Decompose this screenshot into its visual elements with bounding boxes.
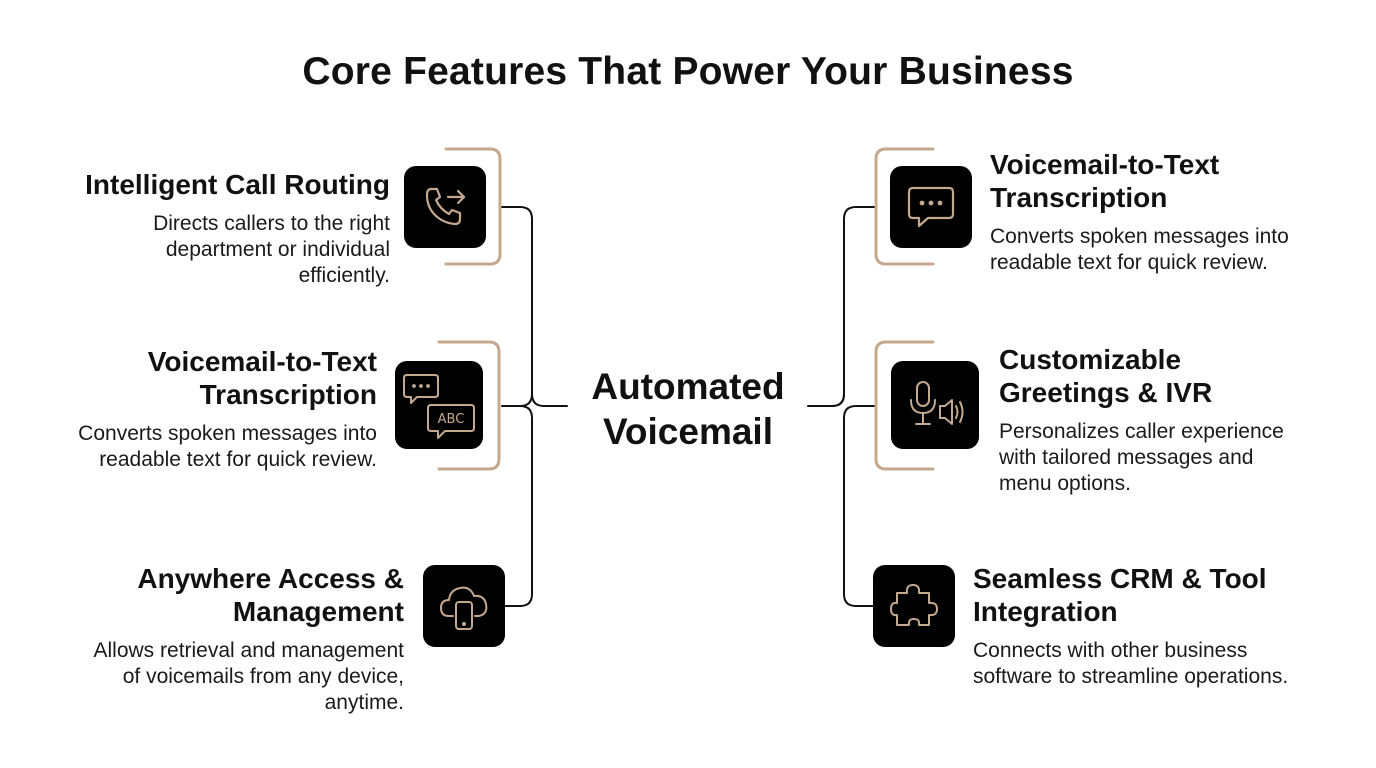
chat-bubbles-abc-icon: ABC xyxy=(403,374,475,439)
feature-title-line: Greetings & IVR xyxy=(999,377,1213,408)
feature-description-line: Allows retrieval and management xyxy=(93,639,405,662)
center-title-line-2: Voicemail xyxy=(602,411,773,452)
microphone-speaker-icon xyxy=(910,381,964,425)
feature-title-line: Transcription xyxy=(199,379,377,410)
feature-description: Personalizes caller experience with tail… xyxy=(999,419,1284,497)
feature-title: Anywhere Access & Management xyxy=(94,562,404,628)
feature-description-line: Directs callers to the right xyxy=(153,212,390,235)
left-tree-lines xyxy=(501,206,568,607)
feature-description-line: department or individual xyxy=(165,238,390,261)
feature-title-line: Management xyxy=(232,596,404,627)
feature-transcription-left: Voicemail-to-Text Transcription Converts… xyxy=(78,345,377,473)
greetings-icon-tile xyxy=(891,361,979,449)
feature-description: Directs callers to the right department … xyxy=(85,211,390,289)
feature-title: Seamless CRM & Tool Integration xyxy=(973,562,1288,628)
transcription-icon-tile-left: ABC xyxy=(395,361,483,449)
feature-description-line: efficiently. xyxy=(298,264,390,287)
feature-description-line: software to streamline operations. xyxy=(973,665,1289,688)
feature-title-line: Voicemail-to-Text xyxy=(990,149,1220,180)
feature-crm-integration: Seamless CRM & Tool Integration Connects… xyxy=(973,562,1288,690)
feature-description-line: with tailored messages and xyxy=(999,446,1254,469)
feature-description-line: readable text for quick review. xyxy=(990,251,1268,274)
svg-text:ABC: ABC xyxy=(438,412,465,427)
chat-bubble-icon xyxy=(907,186,955,228)
feature-description: Converts spoken messages into readable t… xyxy=(78,421,377,473)
feature-title-line: Transcription xyxy=(990,182,1168,213)
cloud-phone-icon xyxy=(440,586,488,630)
page-title: Core Features That Power Your Business xyxy=(302,50,1074,93)
feature-description: Converts spoken messages into readable t… xyxy=(990,224,1289,276)
accent-brackets xyxy=(437,147,935,471)
feature-description-line: Connects with other business xyxy=(973,639,1248,662)
feature-description: Connects with other business software to… xyxy=(973,638,1288,690)
feature-title: Intelligent Call Routing xyxy=(85,169,390,200)
puzzle-piece-icon xyxy=(890,584,938,626)
feature-title-line: Integration xyxy=(973,596,1118,627)
feature-description: Allows retrieval and management of voice… xyxy=(94,638,405,716)
feature-title: Voicemail-to-Text Transcription xyxy=(78,345,377,411)
feature-title-line: Seamless CRM & Tool xyxy=(973,563,1267,594)
transcription-icon-tile-right xyxy=(890,166,972,248)
call-routing-icon-tile xyxy=(404,166,486,248)
feature-title: Voicemail-to-Text Transcription xyxy=(990,148,1289,214)
right-tree-lines xyxy=(807,206,876,607)
feature-transcription-right: Voicemail-to-Text Transcription Converts… xyxy=(990,148,1289,276)
feature-anywhere-access: Anywhere Access & Management Allows retr… xyxy=(94,562,405,716)
feature-description-line: Personalizes caller experience xyxy=(999,420,1284,443)
feature-title-line: Voicemail-to-Text xyxy=(147,346,377,377)
feature-title: Customizable Greetings & IVR xyxy=(999,343,1284,409)
feature-description-line: Converts spoken messages into xyxy=(990,225,1289,248)
feature-title-line: Anywhere Access & xyxy=(137,563,404,594)
feature-description-line: readable text for quick review. xyxy=(99,448,377,471)
feature-title-line: Customizable xyxy=(999,344,1182,375)
center-title-line-1: Automated xyxy=(591,366,785,407)
center-hub-title: Automated Voicemail xyxy=(568,364,808,454)
feature-description-line: anytime. xyxy=(324,691,404,714)
phone-forward-icon xyxy=(425,187,466,226)
feature-description-line: menu options. xyxy=(999,472,1131,495)
feature-description-line: Converts spoken messages into xyxy=(78,422,377,445)
feature-description-line: of voicemails from any device, xyxy=(122,665,404,688)
feature-call-routing: Intelligent Call Routing Directs callers… xyxy=(85,168,390,289)
feature-greetings-ivr: Customizable Greetings & IVR Personalize… xyxy=(999,343,1284,497)
crm-integration-icon-tile xyxy=(873,565,955,647)
anywhere-access-icon-tile xyxy=(423,565,505,647)
